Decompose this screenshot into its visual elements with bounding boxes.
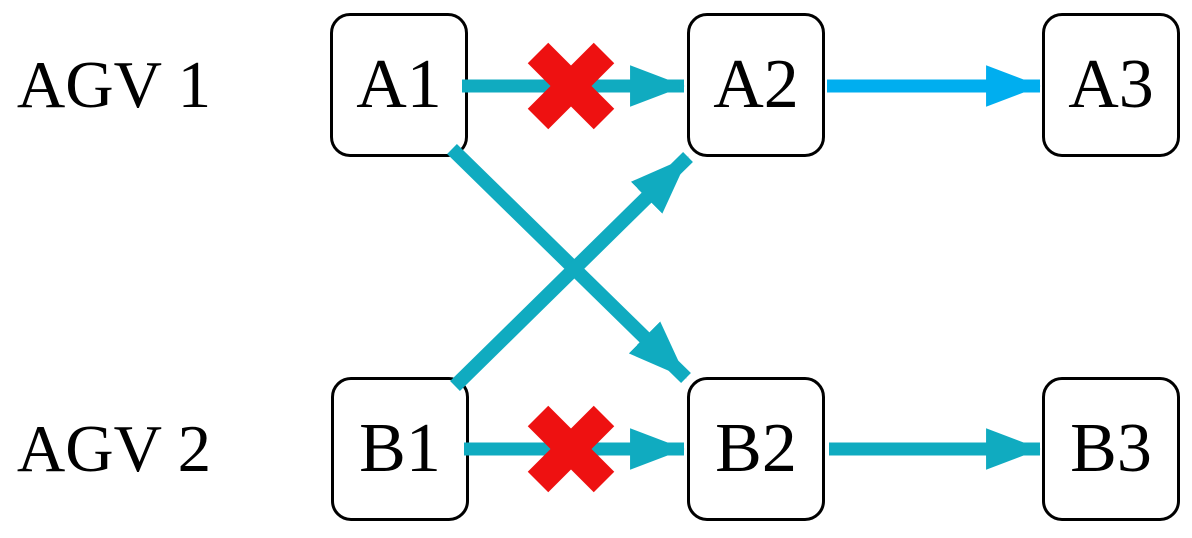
arrow-a1-b2 <box>447 143 691 384</box>
blocked-cross-icon-a1-a2 <box>527 42 615 130</box>
node-b3: B3 <box>1042 377 1180 521</box>
arrow-b1-a2 <box>450 152 693 391</box>
node-a2: A2 <box>687 13 825 157</box>
node-a3: A3 <box>1042 13 1180 157</box>
blocked-cross-icon-b1-b2 <box>527 405 615 493</box>
cross-bar-icon <box>527 405 615 493</box>
cross-bar-icon <box>527 405 615 493</box>
node-b2: B2 <box>687 377 825 521</box>
node-a1: A1 <box>330 13 468 157</box>
cross-bar-icon <box>527 42 615 130</box>
row-label-agv-2: AGV 2 <box>16 411 212 486</box>
cross-bar-icon <box>527 42 615 130</box>
row-label-agv-1: AGV 1 <box>16 47 212 122</box>
node-b1: B1 <box>331 377 469 521</box>
